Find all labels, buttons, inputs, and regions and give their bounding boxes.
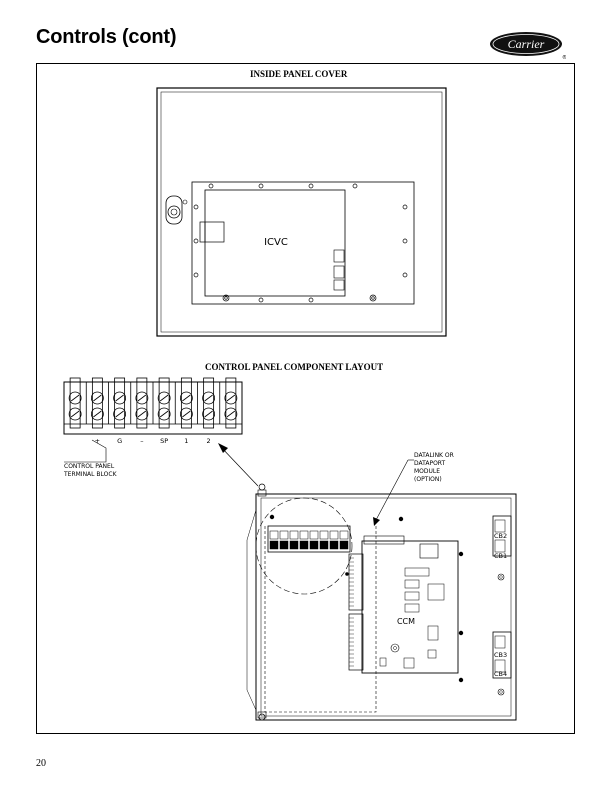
inside-panel-cover <box>156 87 447 337</box>
terminal-screw-icon <box>90 391 104 405</box>
ccm-label: CCM <box>397 617 415 626</box>
carrier-logo: Carrier ® <box>490 32 566 60</box>
inside-panel-cover-caption: INSIDE PANEL COVER <box>250 69 348 79</box>
datalink-label-line2: DATAPORT <box>414 460 446 467</box>
terminal-block-leader <box>64 439 107 463</box>
breaker-group-bottom <box>492 631 512 679</box>
icvc-module <box>191 181 415 305</box>
terminal-block-arrow <box>219 445 259 487</box>
component-layout-caption: CONTROL PANEL COMPONENT LAYOUT <box>205 362 384 372</box>
terminal-screw-icon <box>90 407 104 421</box>
terminal-screw-icon <box>157 391 171 405</box>
terminal-label: – <box>140 437 143 445</box>
logo-registered-mark: ® <box>562 54 566 60</box>
datalink-leader <box>375 459 409 521</box>
page-number: 20 <box>36 758 46 769</box>
datalink-label-line3: MODULE <box>414 468 440 475</box>
terminal-screw-icon <box>179 391 193 405</box>
terminal-label: SP <box>160 437 168 445</box>
logo-text: Carrier <box>508 37 545 51</box>
terminal-label: + <box>95 437 100 445</box>
breaker-label-cb4: CB4 <box>494 670 507 678</box>
terminal-screw-icon <box>113 407 127 421</box>
terminal-screw-icon <box>202 407 216 421</box>
latch-icon <box>258 483 266 491</box>
terminal-block <box>63 377 243 435</box>
terminal-label: 1 <box>184 437 188 445</box>
terminal-block-label-line2: TERMINAL BLOCK <box>63 471 118 478</box>
control-panel-enclosure <box>246 483 517 721</box>
breaker-label-cb3: CB3 <box>494 651 507 659</box>
terminal-screw-icon <box>135 407 149 421</box>
terminal-screw-icon <box>157 407 171 421</box>
page-title: Controls (cont) <box>36 26 177 48</box>
terminal-screw-icon <box>135 391 149 405</box>
terminal-screw-icon <box>68 391 82 405</box>
datalink-label-line1: DATALINK OR <box>414 452 454 459</box>
terminal-label: G <box>117 437 122 445</box>
datalink-label-line4: (OPTION) <box>414 476 442 483</box>
terminal-block-label-line1: CONTROL PANEL <box>64 463 115 470</box>
breaker-label-cb2: CB2 <box>494 532 507 540</box>
terminal-screw-icon <box>224 391 238 405</box>
breaker-label-cb1: CB1 <box>494 552 507 560</box>
terminal-screw-icon <box>113 391 127 405</box>
terminal-screw-icon <box>202 391 216 405</box>
terminal-screw-icon <box>179 407 193 421</box>
terminal-label: 2 <box>207 437 211 445</box>
terminal-screw-icon <box>224 407 238 421</box>
terminal-screw-icon <box>68 407 82 421</box>
figure-frame <box>36 63 575 734</box>
icvc-label: ICVC <box>264 237 288 248</box>
ccm-board <box>361 540 459 674</box>
breaker-group-top <box>492 515 512 557</box>
latch <box>165 195 183 225</box>
